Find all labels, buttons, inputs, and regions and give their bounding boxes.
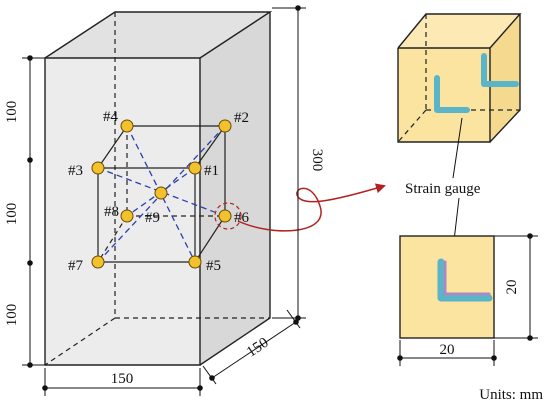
label-point-1: #1 (204, 163, 219, 179)
width-dimension (42, 368, 203, 396)
point-2 (218, 119, 232, 133)
point-4 (120, 119, 134, 133)
strain-gauge-detail-inner (443, 260, 491, 296)
left-height-dimensions (22, 55, 45, 368)
dim-height-top: 100 (4, 101, 20, 124)
point-6 (218, 209, 232, 223)
dim-total-height: 300 (309, 149, 325, 172)
prism-top-face (45, 12, 270, 58)
units-label: Units: mm (479, 387, 543, 403)
label-point-9: #9 (145, 210, 160, 226)
cube-top-face (398, 14, 520, 48)
dim-height-bottom: 100 (4, 304, 20, 327)
callout-curve-arrow (237, 183, 386, 232)
gauge-cube (397, 13, 522, 143)
label-point-2: #2 (234, 110, 249, 126)
strain-gauge-front (434, 75, 470, 113)
dim-depth: 150 (244, 335, 272, 361)
label-point-3: #3 (68, 163, 83, 179)
gauge-width-dimension (397, 340, 497, 366)
strain-gauge-side (481, 53, 519, 87)
gauge-square-face (399, 235, 495, 339)
label-point-5: #5 (206, 258, 221, 274)
point-9 (154, 186, 168, 200)
highlight-circle (214, 202, 242, 230)
point-7 (91, 255, 105, 269)
dim-gauge-height: 20 (504, 280, 520, 295)
dim-height-middle: 100 (4, 203, 20, 226)
gauge-height-dimension (494, 233, 538, 341)
point-3 (91, 161, 105, 175)
point-8 (120, 209, 134, 223)
point-1 (188, 161, 202, 175)
dim-width: 150 (111, 371, 134, 387)
cube-side-face (490, 14, 520, 142)
measurement-points (91, 119, 232, 269)
point-5 (188, 255, 202, 269)
cube-front-face (398, 48, 490, 142)
label-point-4: #4 (103, 109, 119, 125)
strain-gauge-detail-outer (437, 258, 493, 302)
gauge-square (399, 235, 495, 339)
strain-gauge-label: Strain gauge (405, 181, 481, 197)
dim-gauge-width: 20 (440, 342, 455, 358)
label-point-8: #8 (104, 204, 119, 220)
label-point-7: #7 (68, 258, 84, 274)
prism-side-face (200, 12, 270, 365)
label-point-6: #6 (234, 210, 250, 226)
total-height-dimension (272, 5, 306, 321)
depth-dimension (202, 309, 301, 385)
